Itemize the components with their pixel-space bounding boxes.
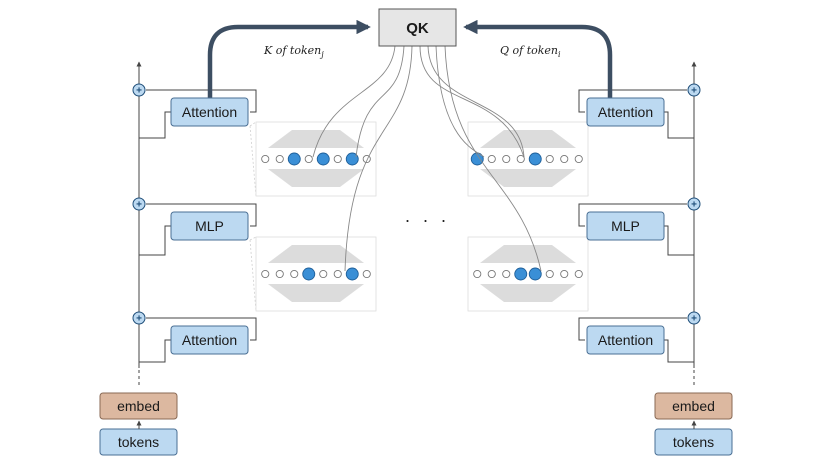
neuron bbox=[560, 269, 569, 279]
neuron bbox=[261, 154, 270, 164]
right-block-label: Attention bbox=[598, 104, 653, 120]
qk-connection-curves bbox=[312, 45, 542, 272]
neuron bbox=[502, 269, 511, 279]
neuron bbox=[275, 269, 284, 279]
right-block-label: Attention bbox=[598, 332, 653, 348]
right-residual-add-1: + bbox=[687, 83, 701, 97]
left-block-label: MLP bbox=[195, 218, 224, 234]
left-residual-add-3: + bbox=[132, 311, 146, 325]
neuron bbox=[261, 269, 270, 279]
neuron bbox=[574, 269, 583, 279]
left-block-attention-3: Attention bbox=[170, 325, 249, 355]
key-annotation: K of tokenj bbox=[263, 44, 324, 59]
right-residual-add-2: + bbox=[687, 197, 701, 211]
neuron bbox=[487, 154, 496, 164]
query-arrow bbox=[463, 19, 613, 98]
left-residual-add-2: + bbox=[132, 197, 146, 211]
plus-symbol: + bbox=[691, 86, 697, 97]
plus-symbol: + bbox=[136, 86, 142, 97]
plus-symbol: + bbox=[691, 314, 697, 325]
highlighted-neuron bbox=[528, 267, 542, 281]
highlighted-neuron bbox=[528, 152, 542, 166]
neuron bbox=[487, 269, 496, 279]
left-mlp-neurons bbox=[249, 236, 377, 312]
neuron bbox=[545, 154, 554, 164]
right-block-attention-1: Attention bbox=[586, 97, 665, 127]
highlighted-neuron bbox=[316, 152, 330, 166]
right-mlp-neurons bbox=[467, 236, 589, 312]
plus-symbol: + bbox=[136, 200, 142, 211]
highlighted-neuron bbox=[302, 267, 316, 281]
neuron bbox=[333, 154, 342, 164]
neuron bbox=[545, 269, 554, 279]
left-attention-neurons bbox=[249, 121, 377, 197]
neuron bbox=[502, 154, 511, 164]
left-embed-block: embed bbox=[99, 392, 178, 420]
left-tokens-block: tokens bbox=[99, 428, 178, 456]
right-attention-neurons bbox=[467, 121, 589, 197]
query-annotation: Q of tokeni bbox=[500, 44, 561, 59]
right-tokens-label: tokens bbox=[673, 434, 714, 450]
highlighted-neuron bbox=[345, 152, 359, 166]
right-block-label: MLP bbox=[611, 218, 640, 234]
left-tokens-label: tokens bbox=[118, 434, 159, 450]
left-block-label: Attention bbox=[182, 332, 237, 348]
neuron bbox=[275, 154, 284, 164]
qk-label: QK bbox=[406, 20, 429, 37]
neuron bbox=[290, 269, 299, 279]
right-tokens-block: tokens bbox=[654, 428, 733, 456]
right-residual-add-3: + bbox=[687, 311, 701, 325]
highlighted-neuron bbox=[345, 267, 359, 281]
right-block-attention-3: Attention bbox=[586, 325, 665, 355]
right-block-mlp-2: MLP bbox=[586, 211, 665, 241]
left-block-attention-1: Attention bbox=[170, 97, 249, 127]
highlighted-neuron bbox=[514, 267, 528, 281]
left-block-mlp-2: MLP bbox=[170, 211, 249, 241]
key-arrow bbox=[207, 19, 371, 98]
neuron bbox=[333, 269, 342, 279]
qk-node: QK bbox=[378, 8, 457, 47]
neuron bbox=[516, 154, 525, 164]
right-embed-block: embed bbox=[654, 392, 733, 420]
neuron bbox=[473, 269, 482, 279]
layer-ellipsis: . . . bbox=[405, 206, 450, 226]
neuron bbox=[574, 154, 583, 164]
left-block-label: Attention bbox=[182, 104, 237, 120]
highlighted-neuron bbox=[287, 152, 301, 166]
neuron bbox=[319, 269, 328, 279]
right-embed-label: embed bbox=[672, 398, 715, 414]
plus-symbol: + bbox=[136, 314, 142, 325]
left-embed-label: embed bbox=[117, 398, 160, 414]
plus-symbol: + bbox=[691, 200, 697, 211]
left-residual-add-1: + bbox=[132, 83, 146, 97]
neuron bbox=[362, 269, 371, 279]
neuron bbox=[560, 154, 569, 164]
neuron bbox=[304, 154, 313, 164]
